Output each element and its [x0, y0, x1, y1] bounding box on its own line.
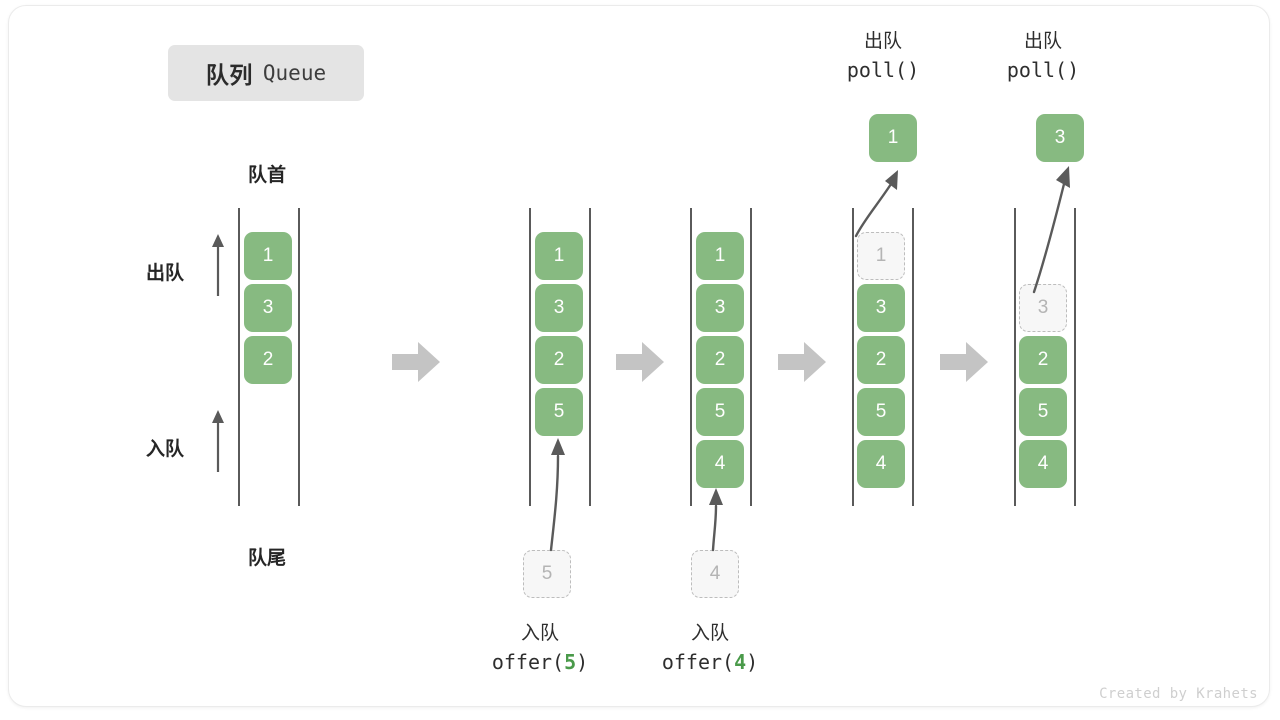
queue-item: 2 [696, 336, 744, 384]
queue-item-removing: 3 [1019, 284, 1067, 332]
queue-rail-right-2 [589, 208, 591, 506]
pending-item-ghost: 4 [691, 550, 739, 598]
popped-item: 1 [869, 114, 917, 162]
queue-rail-left-4 [852, 208, 854, 506]
queue-rail-left-3 [690, 208, 692, 506]
operation-name: 入队 [520, 623, 559, 644]
title-chinese: 队列 [205, 62, 253, 88]
queue-rail-left-5 [1014, 208, 1016, 506]
queue-item: 3 [244, 284, 292, 332]
operation-code: poll() [846, 57, 920, 82]
operation-name: 入队 [690, 623, 729, 644]
popped-item: 3 [1036, 114, 1084, 162]
queue-item: 3 [857, 284, 905, 332]
operation-code: offer(4) [661, 649, 759, 674]
step-arrow-right-icon [778, 342, 826, 382]
dequeue-direction-label: 出队 [146, 263, 185, 284]
queue-item: 1 [696, 232, 744, 280]
title-english: Queue [262, 61, 327, 85]
operation-code: offer(5) [491, 649, 589, 674]
queue-item-removing: 1 [857, 232, 905, 280]
queue-item-new: 5 [535, 388, 583, 436]
queue-rail-left-1 [238, 208, 240, 506]
operation-code: poll() [1006, 57, 1080, 82]
title-badge: 队列 Queue [168, 45, 364, 101]
queue-head-label: 队首 [247, 165, 286, 186]
queue-item: 2 [244, 336, 292, 384]
operation-label-poll-3: 出队 poll() [950, 28, 1136, 85]
queue-item: 2 [1019, 336, 1067, 384]
queue-item: 3 [535, 284, 583, 332]
step-arrow-right-icon [392, 342, 440, 382]
queue-item: 3 [696, 284, 744, 332]
enqueue-direction-label: 入队 [146, 439, 185, 460]
operation-label-poll-1: 出队 poll() [790, 28, 976, 85]
queue-item: 1 [244, 232, 292, 280]
operation-name: 出队 [863, 31, 902, 52]
queue-item-new: 4 [696, 440, 744, 488]
pending-item-ghost: 5 [523, 550, 571, 598]
operation-label-offer-4: 入队 offer(4) [620, 620, 800, 677]
queue-rail-right-4 [912, 208, 914, 506]
queue-rail-right-3 [750, 208, 752, 506]
step-arrow-right-icon [616, 342, 664, 382]
dequeue-arrow-icon [212, 234, 224, 296]
queue-rail-left-2 [529, 208, 531, 506]
queue-item: 5 [857, 388, 905, 436]
enqueue-arrow-icon [212, 410, 224, 472]
step-arrow-right-icon [940, 342, 988, 382]
queue-item: 4 [1019, 440, 1067, 488]
queue-rail-right-5 [1074, 208, 1076, 506]
queue-item: 5 [696, 388, 744, 436]
watermark-credit: Created by Krahets [1099, 686, 1258, 702]
operation-label-offer-5: 入队 offer(5) [450, 620, 630, 677]
operation-name: 出队 [1023, 31, 1062, 52]
queue-tail-label: 队尾 [247, 548, 286, 569]
queue-item: 2 [857, 336, 905, 384]
queue-item: 5 [1019, 388, 1067, 436]
queue-item: 1 [535, 232, 583, 280]
queue-rail-right-1 [298, 208, 300, 506]
queue-item: 4 [857, 440, 905, 488]
queue-item: 2 [535, 336, 583, 384]
